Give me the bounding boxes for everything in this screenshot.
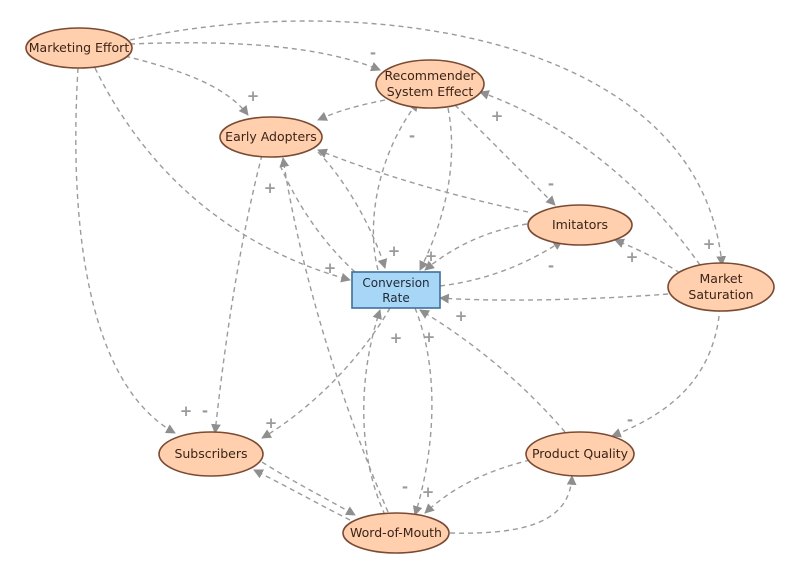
sign-rec-to-cr: +: [425, 247, 438, 265]
node-product-quality[interactable]: Product Quality: [525, 431, 635, 477]
sign-ms-to-im: +: [626, 248, 639, 266]
edge-cr-to-im: [439, 240, 563, 287]
sign-ea-to-sub: -: [202, 402, 208, 420]
edge-ms-to-rec: [479, 90, 701, 266]
node-label: Rate: [382, 291, 410, 305]
edge-wom-to-pq: [449, 475, 577, 534]
edge-me-to-ms: [129, 20, 727, 266]
edge-signs: - + + + + + - + - + - - + - + + + + + - …: [180, 44, 716, 501]
edge-im-to-ea: [317, 148, 529, 213]
sign-rec-to-im: +: [491, 107, 504, 125]
node-label: Word-of-Mouth: [350, 525, 442, 540]
node-label: Saturation: [688, 287, 753, 302]
sign-ms-to-pq: -: [627, 411, 633, 429]
sign-me-to-ea: +: [247, 87, 260, 105]
sign-wom-to-cr: +: [390, 329, 403, 347]
edge-ea-to-sub: [211, 154, 263, 434]
edge-pq-to-cr: [419, 309, 566, 433]
edge-me-to-rec: [129, 42, 381, 72]
sign-ea-to-cr: +: [388, 242, 401, 260]
node-subscribers[interactable]: Subscribers: [158, 431, 264, 477]
node-early-adopters[interactable]: Early Adopters: [219, 116, 323, 158]
node-label: Early Adopters: [225, 129, 317, 144]
edge-rec-to-cr: [419, 107, 453, 271]
node-label: Conversion: [362, 276, 429, 290]
edge-im-to-cr: [424, 223, 528, 271]
edge-pq-to-wom: [424, 459, 531, 514]
nodes: Marketing Effort Recommender System Effe…: [25, 27, 775, 554]
edge-ms-to-pq: [611, 306, 721, 438]
node-label: Market: [700, 271, 743, 286]
edge-me-to-cr: [94, 67, 351, 283]
sign-pq-to-wom: +: [422, 483, 435, 501]
node-conversion-rate[interactable]: Conversion Rate: [351, 271, 441, 309]
sign-pq-to-cr: +: [455, 307, 468, 325]
edge-cr-to-ea: [279, 164, 356, 273]
sign-me-to-ms: +: [703, 235, 716, 253]
edge-me-to-ea: [124, 55, 249, 116]
sign-cr-to-wom: +: [423, 328, 436, 346]
edge-wom-to-sub: [253, 469, 351, 521]
edge-wom-to-cr: [363, 309, 386, 516]
edge-ms-to-im: [614, 238, 681, 274]
node-label: Recommender: [384, 68, 476, 83]
node-word-of-mouth[interactable]: Word-of-Mouth: [342, 512, 450, 554]
node-label: Subscribers: [174, 446, 247, 461]
node-label: Marketing Effort: [29, 40, 130, 55]
edge-ms-to-cr: [439, 293, 669, 304]
sign-me-to-rec: -: [370, 44, 376, 62]
node-market-saturation[interactable]: Market Saturation: [667, 262, 775, 312]
sign-cr-to-rec: -: [409, 127, 415, 145]
sign-pq-to-wom-minus: -: [402, 478, 408, 496]
edge-sub-to-wom: [261, 461, 356, 516]
edges: [75, 20, 727, 534]
node-label: System Effect: [387, 84, 474, 99]
sign-cr-to-im: -: [548, 257, 554, 275]
edge-me-to-sub: [75, 67, 176, 434]
sign-im-to-cr: -: [548, 175, 554, 193]
edge-wom-to-ea: [279, 157, 389, 513]
node-label: Imitators: [552, 217, 608, 232]
sign-wom-to-ea: +: [324, 259, 337, 277]
sign-cr-to-sub: +: [265, 414, 278, 432]
node-recommender-system-effect[interactable]: Recommender System Effect: [375, 59, 485, 109]
edge-cr-to-rec: [372, 101, 419, 271]
edge-cr-to-sub: [261, 307, 391, 439]
sign-im-to-ea: +: [264, 179, 277, 197]
sign-me-to-sub: +: [180, 402, 193, 420]
edge-rec-to-im: [454, 104, 556, 206]
edge-rec-to-ea: [317, 99, 386, 121]
node-label: Product Quality: [532, 446, 629, 461]
node-imitators[interactable]: Imitators: [527, 204, 633, 246]
node-marketing-effort[interactable]: Marketing Effort: [25, 27, 133, 69]
